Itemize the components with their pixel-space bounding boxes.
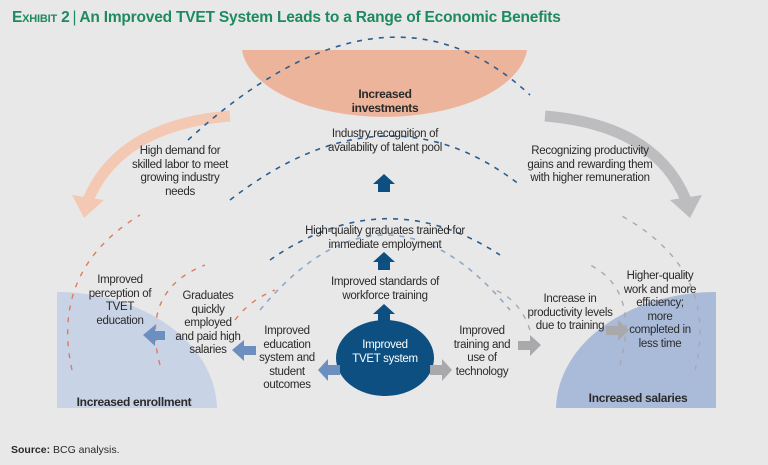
exhibit-title: Exhibit 2|An Improved TVET System Leads …	[12, 9, 561, 27]
node-improved-tvet-system: Improved TVET system	[352, 339, 418, 365]
left-loop-label: High demand for skilled labor to meet gr…	[132, 145, 228, 198]
right-arrow	[430, 359, 452, 381]
left-step-improved-education: Improved education system and student ou…	[259, 325, 315, 391]
up-arrows	[373, 174, 395, 322]
right-loop-arrowhead	[670, 195, 702, 218]
center-circle	[336, 320, 434, 396]
left-arrows	[143, 325, 340, 381]
enrollment-quarter	[57, 292, 217, 408]
right-arrow	[518, 335, 541, 356]
exhibit-number: Exhibit 2	[12, 9, 70, 26]
dashed-arc	[154, 264, 206, 366]
right-arrow	[606, 320, 629, 341]
right-loop-label: Recognizing productivity gains and rewar…	[527, 145, 653, 184]
source-text: BCG analysis.	[53, 444, 120, 456]
up-arrow	[373, 304, 395, 322]
dashed-arc	[494, 289, 531, 331]
dashed-arc	[269, 217, 501, 261]
dashed-arc	[67, 214, 141, 371]
title-separator: |	[72, 9, 77, 26]
right-arrows	[430, 320, 629, 381]
left-loop-arrowhead	[72, 195, 104, 218]
dashed-arc	[187, 36, 531, 141]
right-step-higher-quality-work: Higher-quality work and more efficiency;…	[623, 270, 697, 350]
dashed-arc	[229, 135, 521, 201]
dashed-arc	[259, 234, 511, 311]
dashed-arcs-orange	[67, 214, 276, 371]
left-arrow	[232, 340, 256, 361]
left-step-graduates-employed: Graduates quickly employed and paid high…	[175, 290, 241, 356]
investments-semicircle	[242, 50, 527, 117]
source-note: Source: BCG analysis.	[11, 444, 120, 456]
node-increased-enrollment: Increased enrollment	[76, 395, 192, 409]
source-label: Source:	[11, 444, 51, 456]
title-text: An Improved TVET System Leads to a Range…	[79, 9, 561, 26]
node-increased-salaries: Increased salaries	[588, 391, 688, 405]
right-step-productivity-increase: Increase in productivity levels due to t…	[527, 293, 613, 332]
right-loop-arrow	[544, 110, 692, 203]
dashed-arcs-blue	[187, 36, 531, 311]
right-step-improved-training: Improved training and use of technology	[453, 325, 511, 378]
center-step-industry-recognition: Industry recognition of availability of …	[327, 128, 442, 154]
up-arrow	[373, 174, 395, 192]
salaries-quarter	[556, 292, 716, 408]
up-arrow	[373, 252, 395, 270]
node-increased-investments: Increased investments	[351, 87, 419, 115]
left-arrow	[143, 325, 165, 346]
left-arrow	[318, 359, 340, 381]
center-step-improved-standards: Improved standards of workforce training	[330, 276, 440, 302]
dashed-arc	[589, 264, 627, 366]
center-step-high-quality-graduates: High-quality graduates trained for immed…	[305, 225, 465, 251]
left-step-improved-perception: Improved perception of TVET education	[88, 274, 152, 327]
dashed-arcs-gray	[494, 214, 701, 371]
left-loop-arrow	[82, 110, 231, 203]
dashed-arc	[234, 289, 276, 321]
dashed-arc	[619, 214, 701, 371]
